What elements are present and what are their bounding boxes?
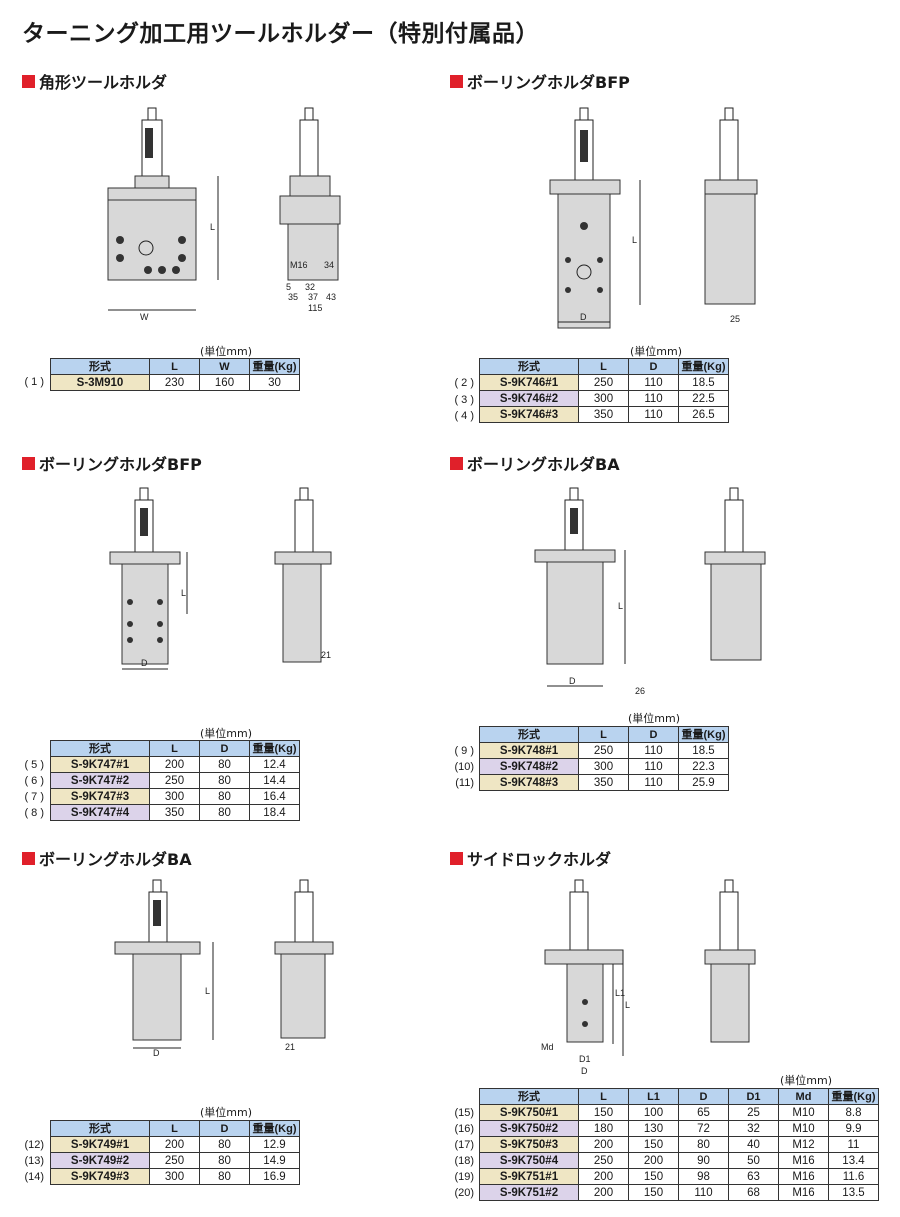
svg-text:25: 25 <box>730 314 740 324</box>
red-square-icon <box>450 74 463 88</box>
svg-text:D1: D1 <box>579 1054 591 1064</box>
svg-text:L: L <box>205 986 210 996</box>
svg-text:L: L <box>632 235 637 245</box>
unit-label: (単位mm) <box>200 1106 253 1119</box>
unit-label: (単位mm) <box>630 345 683 358</box>
boring-ba-2-drawing: L D 21 <box>114 879 334 1058</box>
red-square-icon <box>450 851 463 865</box>
section-title-boring-ba-2: ボーリングホルダBA <box>22 846 192 870</box>
svg-text:32: 32 <box>305 282 315 292</box>
svg-text:M16: M16 <box>290 260 308 270</box>
section-title-square-holder: 角形ツールホルダ <box>22 69 167 93</box>
svg-text:L: L <box>181 588 186 598</box>
section-title-boring-ba-1: ボーリングホルダBA <box>450 451 620 475</box>
svg-text:115: 115 <box>308 303 322 313</box>
section-title-side-lock-holder: サイドロックホルダ <box>450 846 611 870</box>
unit-label: (単位mm) <box>628 712 681 725</box>
square-holder-drawing: W L M16 34 5 32 35 37 43 115 <box>107 107 341 322</box>
svg-text:5: 5 <box>286 282 291 292</box>
red-square-icon <box>22 456 35 470</box>
svg-text:34: 34 <box>324 260 334 270</box>
svg-text:D: D <box>569 676 576 686</box>
svg-text:D: D <box>141 658 148 668</box>
unit-label: (単位mm) <box>200 727 253 740</box>
svg-text:D: D <box>580 312 587 322</box>
unit-label: (単位mm) <box>200 345 253 358</box>
svg-text:21: 21 <box>285 1042 295 1052</box>
svg-text:L: L <box>210 222 215 232</box>
page-title: ターニング加工用ツールホルダー（特別付属品） <box>22 21 539 47</box>
red-square-icon <box>22 851 35 865</box>
boring-bfp-1-drawing: L D 25 <box>549 107 758 329</box>
svg-text:L: L <box>618 601 623 611</box>
row-index: ( 1 ) <box>24 376 44 388</box>
boring-ba-1-drawing: L D 26 <box>534 487 766 696</box>
side-lock-holder-drawing: L1 L Md D1 D <box>541 879 756 1076</box>
svg-text:26: 26 <box>635 686 645 696</box>
section-title-boring-bfp-2: ボーリングホルダBFP <box>22 451 202 475</box>
svg-text:35: 35 <box>288 292 298 302</box>
svg-text:21: 21 <box>321 650 331 660</box>
section-title-boring-bfp-1: ボーリングホルダBFP <box>450 69 630 93</box>
unit-label: (単位mm) <box>780 1074 833 1087</box>
red-square-icon <box>450 456 463 470</box>
svg-text:D: D <box>153 1048 160 1058</box>
svg-text:Md: Md <box>541 1042 554 1052</box>
svg-text:L1: L1 <box>615 988 625 998</box>
red-square-icon <box>22 74 35 88</box>
svg-text:L: L <box>625 1000 630 1010</box>
svg-text:37: 37 <box>308 292 318 302</box>
svg-text:W: W <box>140 312 149 322</box>
boring-bfp-2-drawing: L D 21 <box>109 487 332 670</box>
svg-text:D: D <box>581 1066 588 1076</box>
svg-text:43: 43 <box>326 292 336 302</box>
